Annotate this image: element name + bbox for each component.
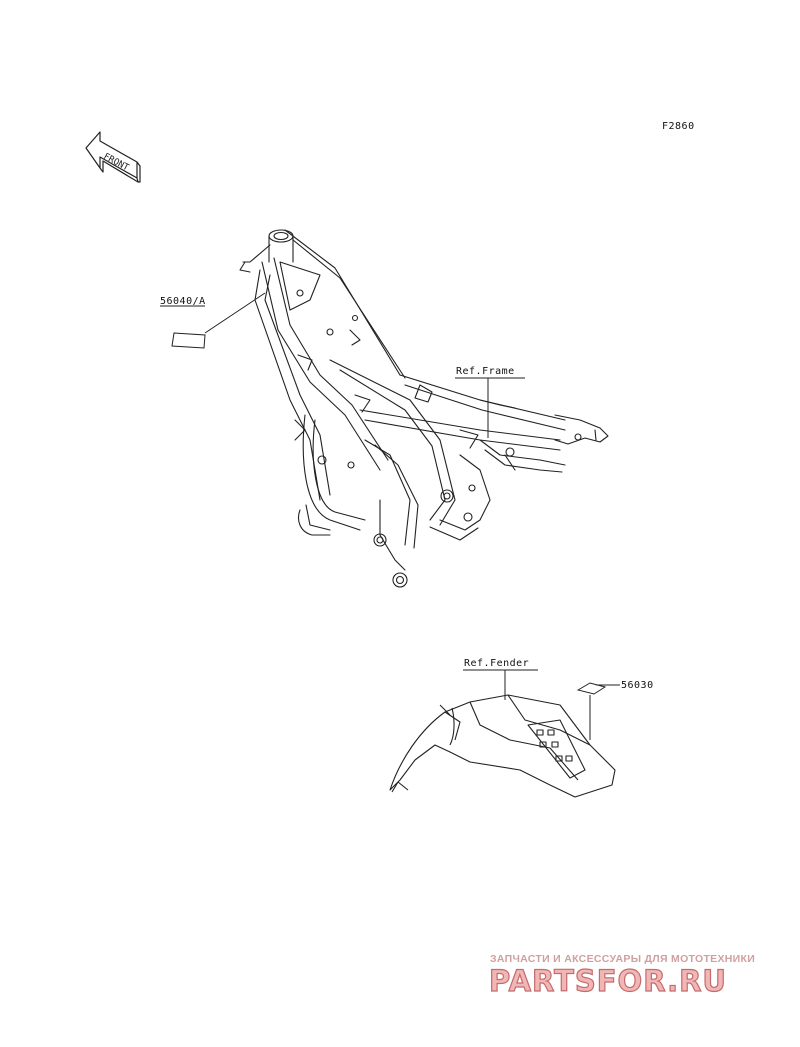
watermark-subtitle: ЗАПЧАСТИ И АКСЕССУАРЫ ДЛЯ МОТОТЕХНИКИ bbox=[490, 953, 756, 965]
callout-ref-frame: Ref.Frame bbox=[456, 366, 515, 377]
front-arrow-icon: FRONT bbox=[85, 131, 141, 183]
leader-lines bbox=[455, 377, 538, 700]
decal-56040 bbox=[160, 292, 266, 349]
frame-drawing bbox=[239, 229, 609, 588]
fender-drawing bbox=[389, 694, 616, 798]
decal-56030 bbox=[576, 682, 620, 740]
callout-56040: 56040/A bbox=[160, 296, 206, 307]
callout-56030: 56030 bbox=[621, 680, 654, 691]
watermark-logo: PARTSFOR.RU bbox=[488, 963, 727, 998]
diagram-code: F2860 bbox=[662, 121, 695, 132]
callout-ref-fender: Ref.Fender bbox=[464, 658, 530, 669]
